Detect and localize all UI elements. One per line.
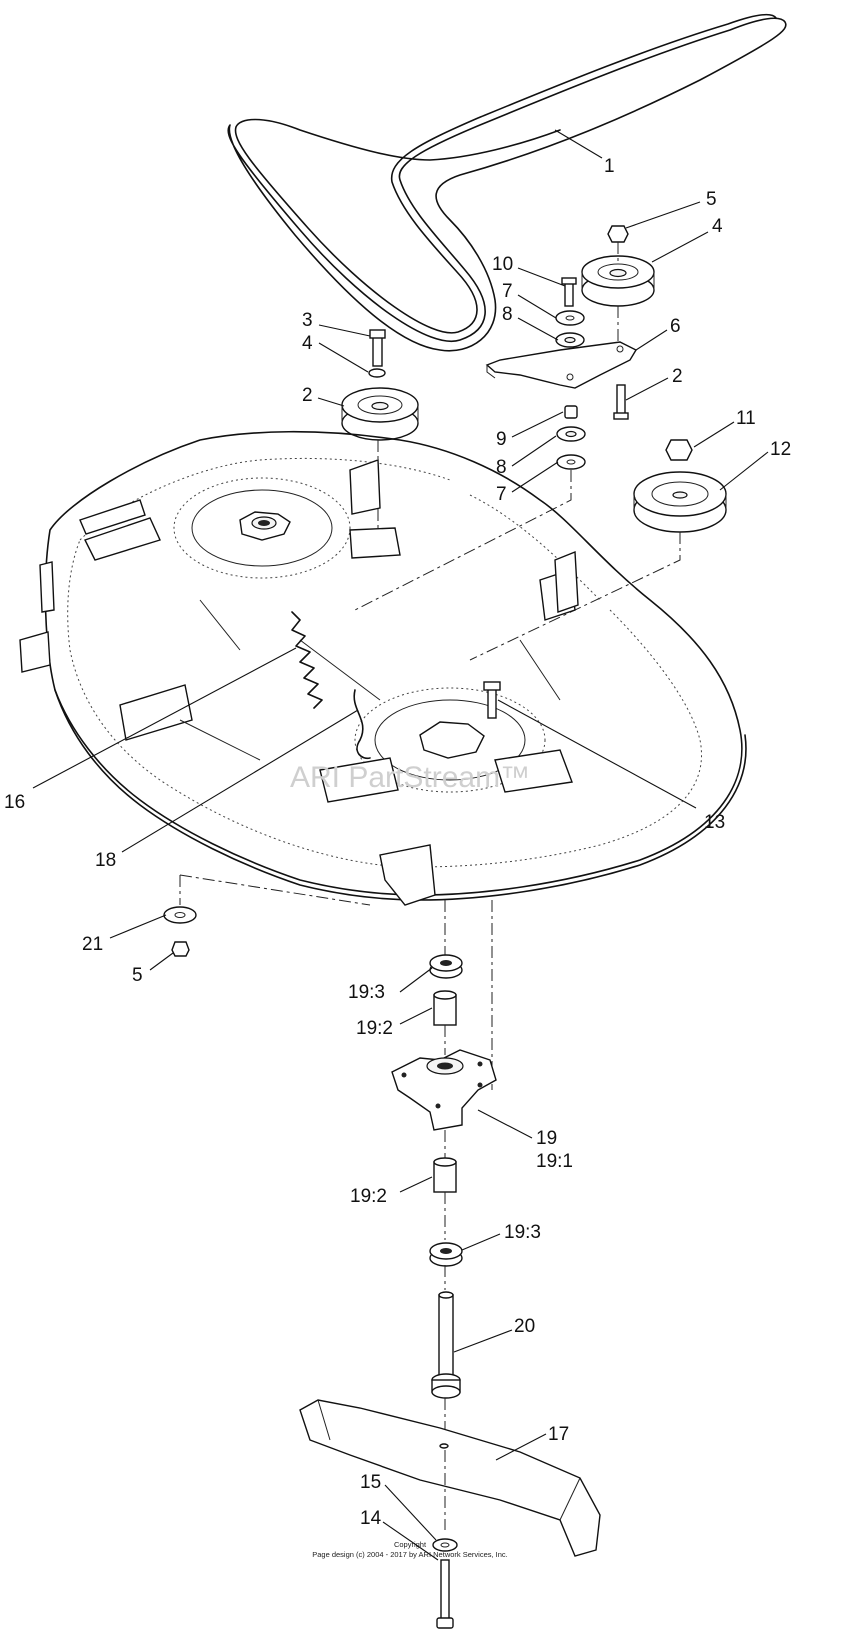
nut-5-bottom <box>171 941 190 957</box>
spacer-19-2-top <box>433 990 457 1026</box>
callout-3: 4 <box>302 333 313 354</box>
callout-12: 12 <box>770 439 791 460</box>
callout-20: 20 <box>514 1316 535 1337</box>
washer-7-bottom <box>556 454 586 470</box>
spacer-9 <box>564 405 578 419</box>
bearing-19-3-bottom <box>429 1242 463 1267</box>
pulley-4-left <box>341 387 419 441</box>
bolt-10 <box>561 277 577 307</box>
washer-3 <box>368 368 386 378</box>
leader-lines <box>32 129 769 1561</box>
callout-16: 16 <box>4 792 25 813</box>
washer-8-top <box>555 332 585 348</box>
spacer-19-2-bottom <box>433 1157 457 1193</box>
callout-19-1: 19:1 <box>536 1151 573 1172</box>
bearing-19-3-top <box>429 954 463 979</box>
watermark: ARI PartStream™ <box>290 761 530 794</box>
callout-5-top: 5 <box>706 189 717 210</box>
pulley-12 <box>633 471 727 533</box>
callout-11: 11 <box>736 408 756 429</box>
nut-11 <box>665 439 693 461</box>
spring-16 <box>291 611 323 709</box>
callout-19-3-bottom: 19:3 <box>504 1222 541 1243</box>
callout-7-top: 7 <box>502 281 513 302</box>
callout-15: 15 <box>360 1472 381 1493</box>
callout-8-top: 8 <box>502 304 513 325</box>
mower-deck <box>19 430 747 906</box>
spindle-housing-19 <box>391 1049 497 1131</box>
callout-2-left: 3 <box>302 310 313 331</box>
blade-17 <box>299 1399 601 1557</box>
callout-1: 1 <box>604 156 615 177</box>
copyright-line-1: Copyright <box>394 1540 427 1549</box>
callout-17: 17 <box>548 1424 569 1445</box>
washer-8-bottom <box>556 426 586 442</box>
idler-pulley-right <box>581 255 655 307</box>
bolt-14 <box>436 1559 454 1629</box>
washer-7-top <box>555 310 585 326</box>
bolt-2-left <box>369 329 386 367</box>
callout-18: 18 <box>95 850 116 871</box>
callout-19-2-top: 19:2 <box>356 1018 393 1039</box>
spindle-shaft-20 <box>431 1291 461 1399</box>
nut-top-right <box>607 225 629 243</box>
callout-9: 9 <box>496 429 507 450</box>
callout-21: 21 <box>82 934 103 955</box>
bolt-2-right <box>613 384 629 420</box>
callout-14: 14 <box>360 1508 382 1529</box>
washer-15 <box>432 1538 458 1552</box>
washer-21 <box>163 906 197 924</box>
callout-5-bottom: 5 <box>132 965 143 986</box>
belt <box>227 13 787 352</box>
idler-arm-6 <box>485 341 637 389</box>
bolt-13 <box>483 681 501 719</box>
callout-4-right: 4 <box>712 216 723 237</box>
callout-6: 6 <box>670 316 681 337</box>
callout-labels: 1 5 4 10 7 8 6 2 3 4 2 9 8 7 11 12 16 13… <box>4 156 791 1529</box>
callout-2-right: 2 <box>672 366 683 387</box>
callout-4-left: 2 <box>302 385 313 406</box>
callout-13: 13 <box>704 812 725 833</box>
callout-7-bottom: 7 <box>496 484 507 505</box>
callout-10: 10 <box>492 254 513 275</box>
callout-19-2-bottom: 19:2 <box>350 1186 387 1207</box>
callout-19-3-top: 19:3 <box>348 982 385 1003</box>
callout-8-bottom: 8 <box>496 457 507 478</box>
copyright-line-2: Page design (c) 2004 - 2017 by ARI Netwo… <box>312 1550 508 1559</box>
rod-18 <box>353 689 371 760</box>
callout-19: 19 <box>536 1128 557 1149</box>
